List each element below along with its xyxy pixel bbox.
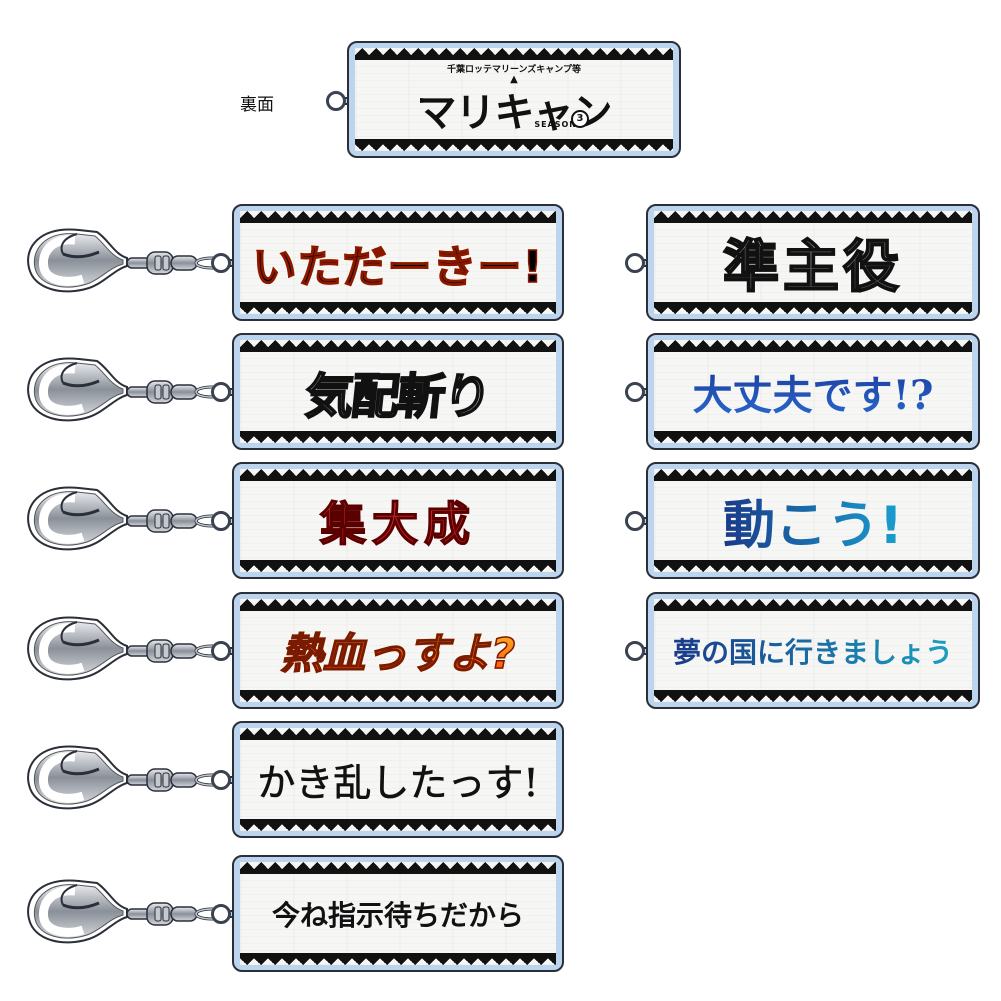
zigzag-top [240, 599, 556, 611]
phrase-text: 大丈夫です!? [693, 363, 934, 421]
tent-icon: ▲ [510, 74, 518, 85]
keychain-plate-left-2: 気配斬り [232, 333, 564, 450]
logo-title: マリキャン [416, 90, 613, 136]
plate-phrase: 動こう! [654, 481, 972, 560]
plate-phrase: 夢の国に行きましょう [654, 611, 972, 690]
plate-phrase: 気配斬り [240, 352, 556, 431]
wood-texture [654, 599, 972, 702]
ring-hole [211, 640, 231, 661]
ring-hole [211, 903, 231, 924]
plate-phrase: かき乱したっす! [240, 740, 556, 819]
plate-phrase: 大丈夫です!? [654, 352, 972, 431]
plate-phrase: 集大成 [240, 481, 556, 560]
zigzag-bottom [240, 560, 556, 572]
carabiner-clip-icon [19, 218, 229, 308]
keychain-plate-left-6: 今ね指示待ちだから [232, 855, 564, 972]
zigzag-top [240, 340, 556, 352]
zigzag-top [654, 340, 972, 352]
back-plate: 千葉ロッテマリーンズキャンプ等 ▲ マリキャン SEASON 3 [347, 41, 681, 158]
phrase-text: いただーきー! [252, 231, 544, 295]
wood-texture [654, 469, 972, 572]
wood-texture [240, 599, 556, 702]
phrase-text: 集大成 [319, 488, 476, 554]
phrase-text: かき乱したっす! [257, 761, 539, 806]
zigzag-top [355, 48, 673, 60]
wood-texture [240, 728, 556, 831]
keychain-plate-left-5: かき乱したっす! [232, 721, 564, 838]
season-number-badge: 3 [571, 110, 589, 128]
wood-texture [240, 469, 556, 572]
carabiner-clip-icon [19, 735, 229, 825]
keychain-plate-right-3: 動こう! [646, 462, 980, 579]
wood-texture [654, 211, 972, 314]
wood-texture [355, 48, 673, 151]
zigzag-bottom [240, 819, 556, 831]
zigzag-bottom [654, 690, 972, 702]
plate-phrase: いただーきー! [240, 223, 556, 302]
carabiner-clip-icon [19, 476, 229, 566]
zigzag-bottom [654, 560, 972, 572]
zigzag-bottom [355, 139, 673, 151]
zigzag-bottom [240, 690, 556, 702]
ring-hole [211, 769, 231, 790]
keychain-plate-left-3: 集大成 [232, 462, 564, 579]
ring-hole [326, 91, 346, 111]
wood-texture [240, 340, 556, 443]
ring-hole [625, 381, 645, 402]
zigzag-top [240, 862, 556, 874]
phrase-text: 動こう! [723, 483, 903, 558]
ring-hole [211, 510, 231, 531]
plate-phrase: 準主役 [654, 223, 972, 302]
zigzag-top [240, 728, 556, 740]
carabiner-clip-icon [19, 869, 229, 959]
keychain-plate-right-4: 夢の国に行きましょう [646, 592, 980, 709]
phrase-text: 夢の国に行きましょう [673, 631, 953, 671]
zigzag-top [240, 211, 556, 223]
ring-hole [625, 510, 645, 531]
zigzag-bottom [240, 302, 556, 314]
keychain-plate-left-1: いただーきー! [232, 204, 564, 321]
zigzag-top [654, 469, 972, 481]
zigzag-bottom [240, 431, 556, 443]
phrase-text: 準主役 [722, 222, 903, 303]
carabiner-clip-icon [19, 347, 229, 437]
zigzag-top [654, 599, 972, 611]
carabiner-clip-icon [19, 606, 229, 696]
zigzag-bottom [240, 953, 556, 965]
back-face-label: 裏面 [240, 95, 274, 115]
ring-hole [625, 252, 645, 273]
logo-season: SEASON [534, 120, 577, 129]
wood-texture [654, 340, 972, 443]
ring-hole [211, 381, 231, 402]
wood-texture [240, 862, 556, 965]
zigzag-top [240, 469, 556, 481]
plate-phrase: 熱血っすよ? [240, 611, 556, 690]
zigzag-bottom [654, 302, 972, 314]
keychain-plate-left-4: 熱血っすよ? [232, 592, 564, 709]
zigzag-top [654, 211, 972, 223]
ring-hole [625, 640, 645, 661]
logo-subtitle: 千葉ロッテマリーンズキャンプ等 [446, 65, 582, 75]
wood-texture [240, 211, 556, 314]
keychain-plate-right-1: 準主役 [646, 204, 980, 321]
phrase-text: 今ね指示待ちだから [271, 898, 524, 932]
phrase-text: 熱血っすよ? [280, 620, 516, 681]
ring-hole [211, 252, 231, 273]
keychain-plate-right-2: 大丈夫です!? [646, 333, 980, 450]
zigzag-bottom [654, 431, 972, 443]
plate-phrase: 今ね指示待ちだから [240, 874, 556, 953]
phrase-text: 気配斬り [302, 368, 494, 426]
